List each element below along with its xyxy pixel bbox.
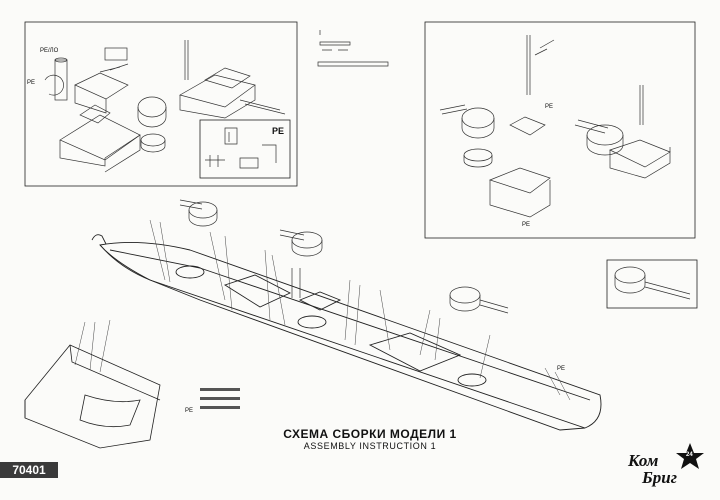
small-parts-row bbox=[200, 388, 240, 409]
brand-line-2: Бриг bbox=[642, 468, 678, 487]
mast-assembly-panel bbox=[424, 21, 696, 239]
hull-sketch bbox=[91, 234, 602, 431]
pe-right-lower-label: PE bbox=[522, 222, 531, 228]
pe-left-label: PE bbox=[27, 80, 36, 86]
turret-assembly-panel bbox=[24, 21, 298, 187]
hull-turrets-sketch bbox=[179, 199, 509, 314]
pe-inset-label: PE bbox=[272, 126, 285, 136]
stern-section-sketch bbox=[24, 344, 161, 449]
brand-logo: Ком Бриг bbox=[628, 452, 677, 486]
brand-line-1: Ком bbox=[628, 451, 659, 470]
title-russian: СХЕМА СБОРКИ МОДЕЛИ 1 bbox=[283, 427, 457, 441]
mast-turret-sketch bbox=[439, 35, 671, 218]
pe-parts-sketch bbox=[205, 127, 277, 169]
pe-mid-label: PE bbox=[185, 408, 194, 414]
catalog-code-badge: 70401 bbox=[0, 462, 58, 478]
barbette-turret-sketch bbox=[44, 30, 389, 173]
pe-right-label: PE bbox=[545, 104, 554, 110]
pe-hull-label: PE bbox=[557, 366, 566, 372]
pe-topleft-label: PE/ЛО bbox=[40, 48, 59, 54]
turret-inset-panel bbox=[606, 259, 698, 309]
brand-star-icon bbox=[676, 443, 704, 469]
small-turret-sketch bbox=[614, 266, 691, 300]
pe-detail-inset bbox=[199, 119, 291, 179]
title-english: ASSEMBLY INSTRUCTION 1 bbox=[303, 441, 437, 451]
brand-badge-number: 24 bbox=[686, 452, 693, 458]
leader-lines bbox=[74, 219, 571, 401]
